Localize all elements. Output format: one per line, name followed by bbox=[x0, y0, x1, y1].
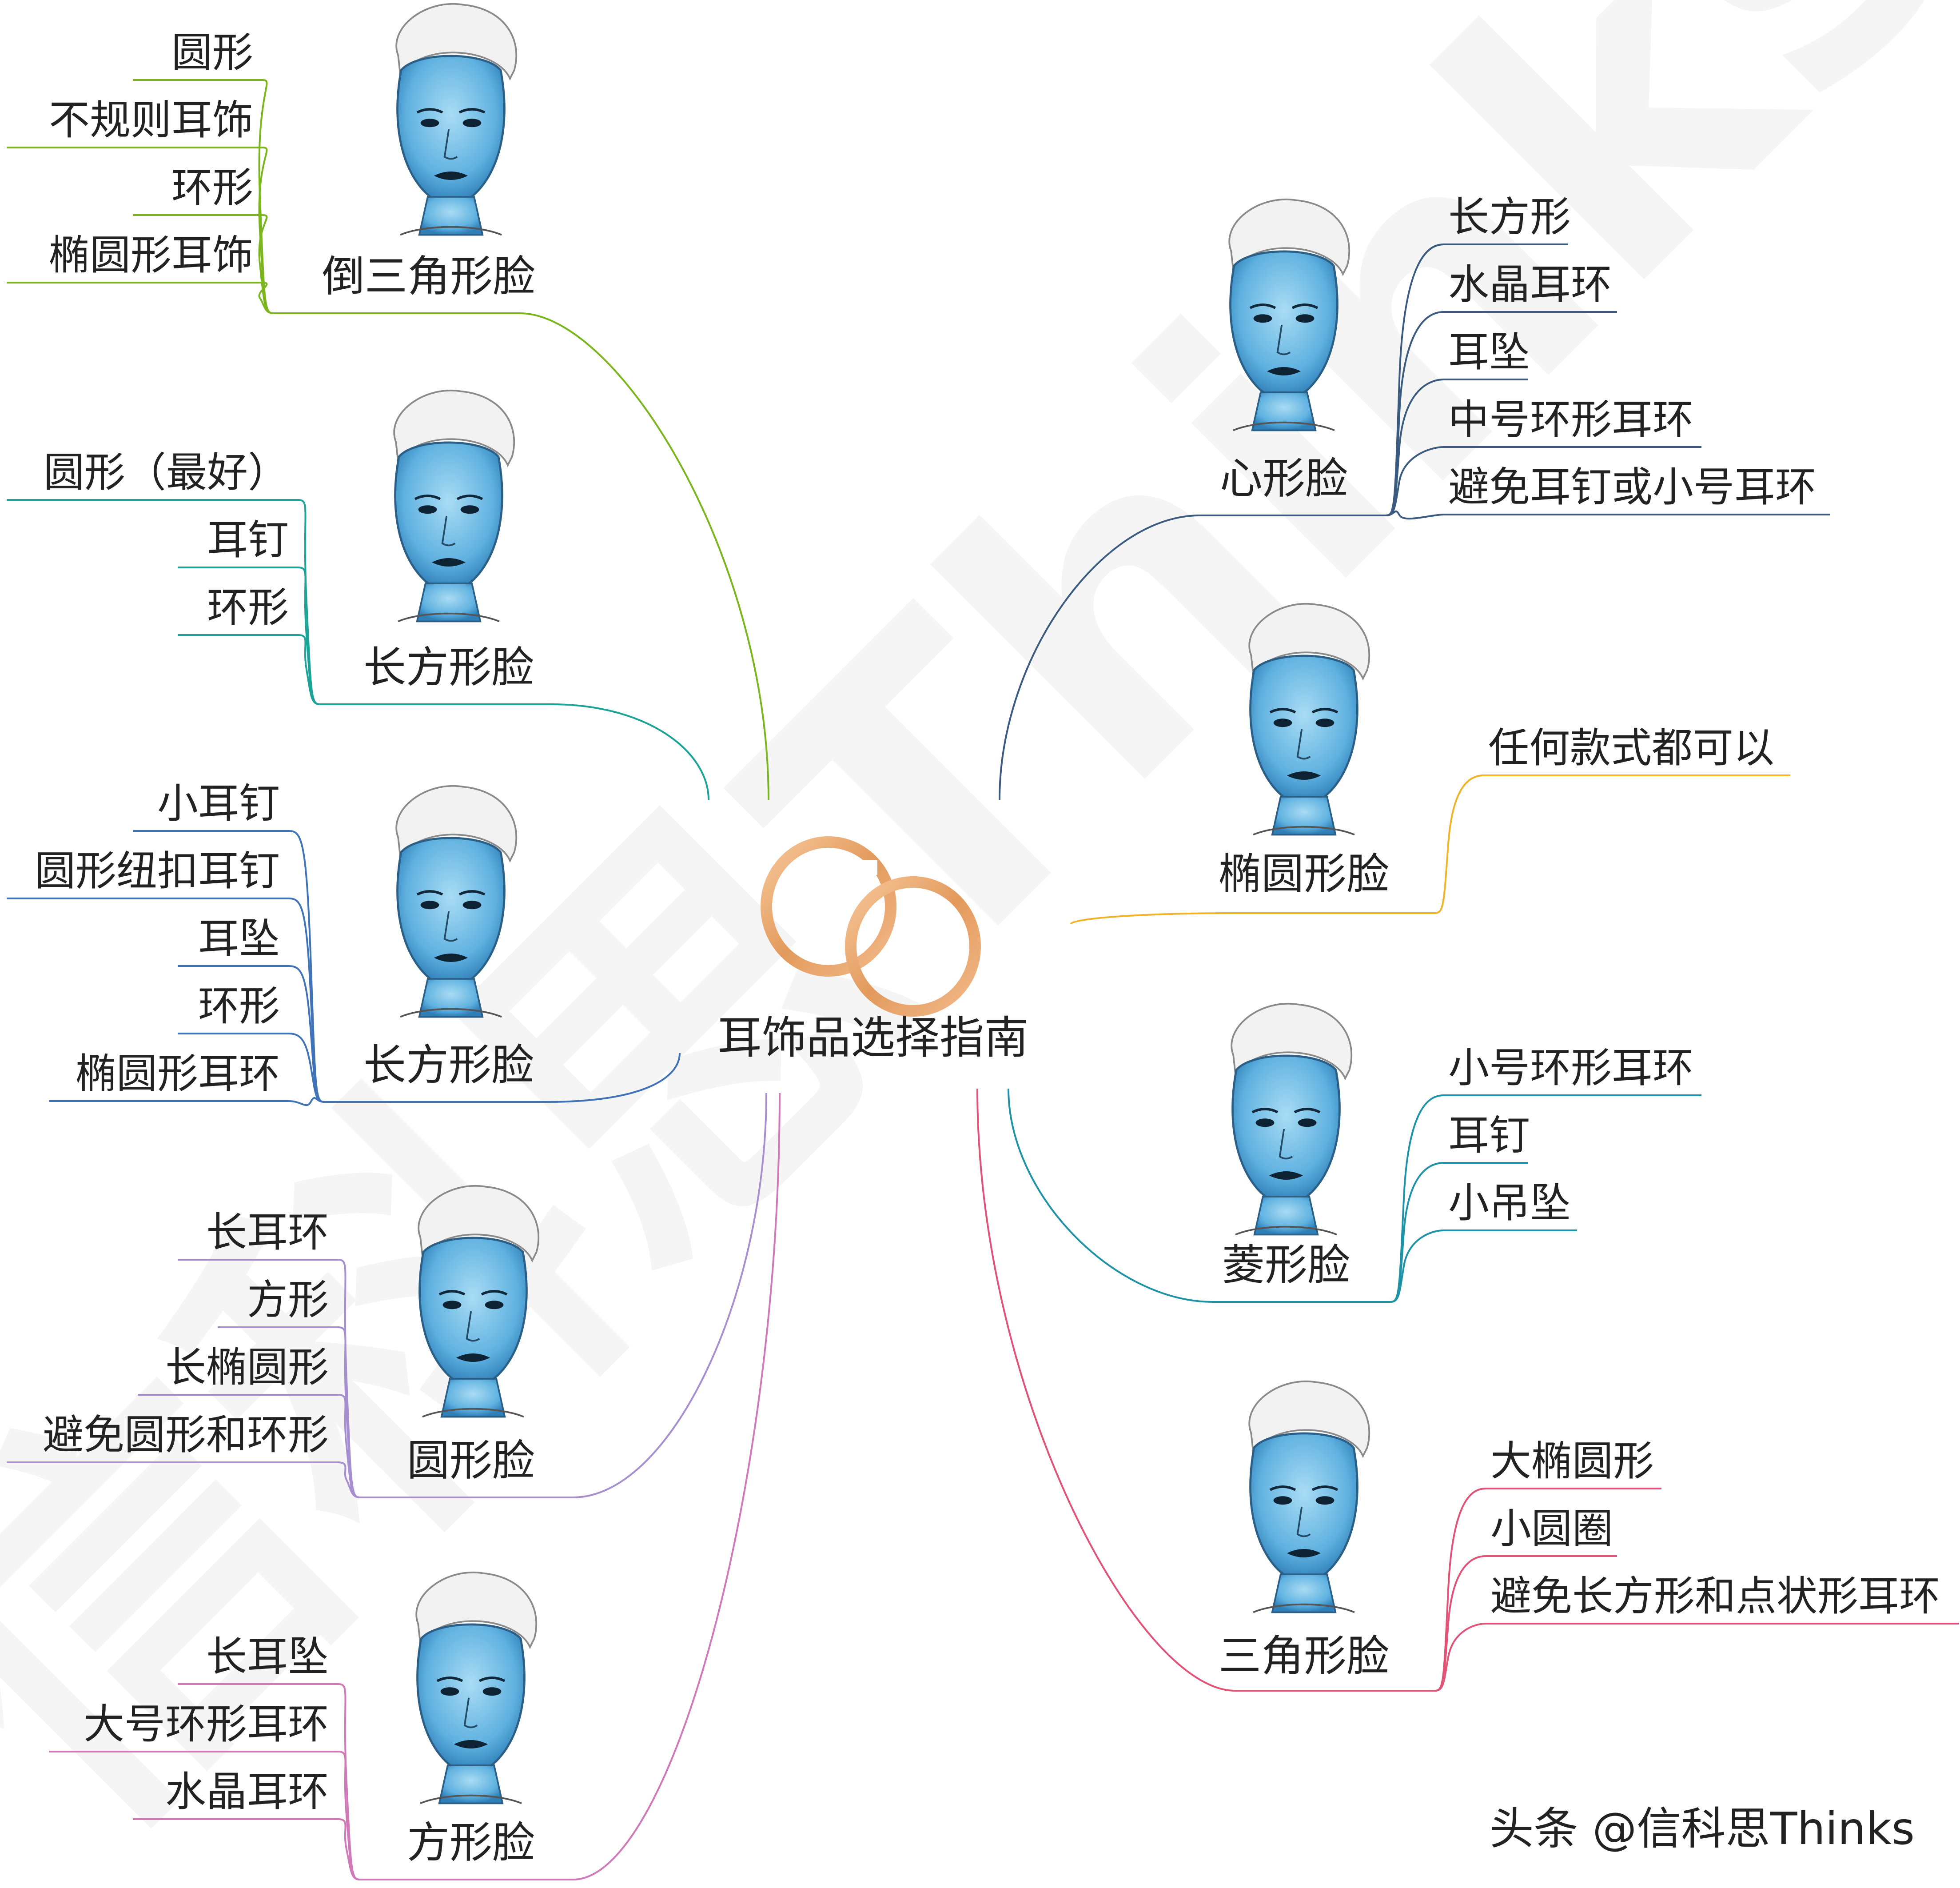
item-connector bbox=[1390, 1229, 1444, 1303]
item-label: 不规则耳饰 bbox=[49, 96, 253, 144]
item-label: 大号环形耳环 bbox=[84, 1700, 329, 1748]
face-shape-label: 方形脸 bbox=[407, 1818, 535, 1868]
branch-connector bbox=[360, 1093, 781, 1880]
item-label: 任何款式都可以 bbox=[1488, 724, 1774, 772]
item-connector bbox=[1386, 510, 1444, 520]
item-label: 环形 bbox=[207, 584, 289, 631]
face-shape-label: 长方形脸 bbox=[363, 1040, 534, 1090]
branch-connector bbox=[360, 1093, 767, 1498]
face-shape-label: 菱形脸 bbox=[1222, 1240, 1350, 1290]
hoop-earrings-icon bbox=[761, 836, 981, 1017]
face-portrait-icon bbox=[394, 391, 514, 622]
item-label: 椭圆形耳环 bbox=[76, 1050, 280, 1098]
item-connector bbox=[337, 1818, 360, 1880]
item-connector bbox=[1434, 1488, 1486, 1692]
item-connector bbox=[1390, 1094, 1444, 1303]
item-connector bbox=[258, 282, 274, 314]
item-label: 长耳环 bbox=[206, 1209, 329, 1256]
credit-text: 头条 @信科思Thinks bbox=[1490, 1803, 1915, 1855]
branch-connectors bbox=[7, 79, 1959, 1880]
item-label: 长方形 bbox=[1448, 193, 1571, 241]
face-shape-label: 椭圆形脸 bbox=[1219, 849, 1389, 899]
face-portrait-icon bbox=[396, 4, 516, 235]
item-label: 水晶耳环 bbox=[165, 1768, 329, 1816]
item-label: 水晶耳环 bbox=[1448, 261, 1612, 308]
branch-connector bbox=[320, 703, 709, 800]
item-label: 环形 bbox=[171, 164, 253, 212]
item-label: 耳坠 bbox=[1448, 328, 1530, 376]
face-shape-label: 三角形脸 bbox=[1219, 1631, 1389, 1681]
face-portrait-icon bbox=[1249, 1381, 1369, 1613]
face-shape-label: 长方形脸 bbox=[363, 643, 534, 692]
item-label: 避免耳钉或小号耳环 bbox=[1448, 463, 1816, 511]
item-label: 圆形纽扣耳钉 bbox=[35, 847, 280, 895]
branch-connector bbox=[273, 312, 769, 800]
face-portrait-icon bbox=[1249, 604, 1369, 835]
face-shape-label: 心形脸 bbox=[1220, 454, 1348, 503]
item-label: 耳坠 bbox=[198, 915, 280, 962]
item-label: 耳钉 bbox=[207, 516, 289, 564]
item-label: 小吊坠 bbox=[1448, 1179, 1571, 1227]
item-connector bbox=[297, 634, 320, 705]
branch-connector bbox=[976, 1088, 1435, 1692]
branch-connector bbox=[324, 1053, 681, 1103]
branch-labels: 圆形不规则耳饰环形椭圆形耳饰倒三角形脸圆形（最好）耳钉环形长方形脸小耳钉圆形纽扣… bbox=[35, 29, 1940, 1868]
item-label: 中号环形耳环 bbox=[1448, 396, 1693, 443]
face-portrait-icon bbox=[1231, 1004, 1351, 1235]
item-label: 大椭圆形 bbox=[1490, 1437, 1654, 1485]
item-connector bbox=[337, 1461, 360, 1498]
item-label: 小耳钉 bbox=[157, 780, 280, 827]
item-connector bbox=[288, 1097, 325, 1106]
item-label: 耳钉 bbox=[1448, 1112, 1530, 1159]
item-label: 小号环形耳环 bbox=[1448, 1044, 1693, 1092]
item-connector bbox=[1434, 774, 1484, 914]
item-label: 方形 bbox=[247, 1276, 329, 1324]
item-label: 圆形 bbox=[171, 29, 253, 76]
branch-connector bbox=[999, 515, 1386, 800]
item-label: 椭圆形耳饰 bbox=[49, 232, 253, 279]
center-title: 耳饰品选择指南 bbox=[717, 1012, 1028, 1064]
item-connector bbox=[288, 898, 325, 1103]
face-shape-label: 倒三角形脸 bbox=[322, 251, 535, 301]
item-connector bbox=[1434, 1555, 1486, 1692]
item-label: 长椭圆形 bbox=[165, 1344, 329, 1391]
item-label: 小圆圈 bbox=[1490, 1505, 1613, 1553]
face-shape-label: 圆形脸 bbox=[407, 1436, 535, 1485]
branch-connector bbox=[1070, 912, 1435, 925]
item-label: 圆形（最好） bbox=[44, 449, 289, 496]
item-label: 环形 bbox=[198, 982, 280, 1030]
item-connector bbox=[1386, 446, 1444, 516]
item-connector bbox=[288, 1033, 325, 1103]
item-connector bbox=[1434, 1623, 1486, 1692]
item-label: 长耳坠 bbox=[206, 1633, 329, 1680]
item-label: 避免圆形和环形 bbox=[43, 1411, 329, 1459]
item-label: 避免长方形和点状形耳环 bbox=[1490, 1573, 1940, 1620]
center-node: 耳饰品选择指南 bbox=[717, 836, 1028, 1064]
branch-connector bbox=[1008, 1088, 1390, 1303]
face-portrait-icon bbox=[416, 1573, 536, 1804]
